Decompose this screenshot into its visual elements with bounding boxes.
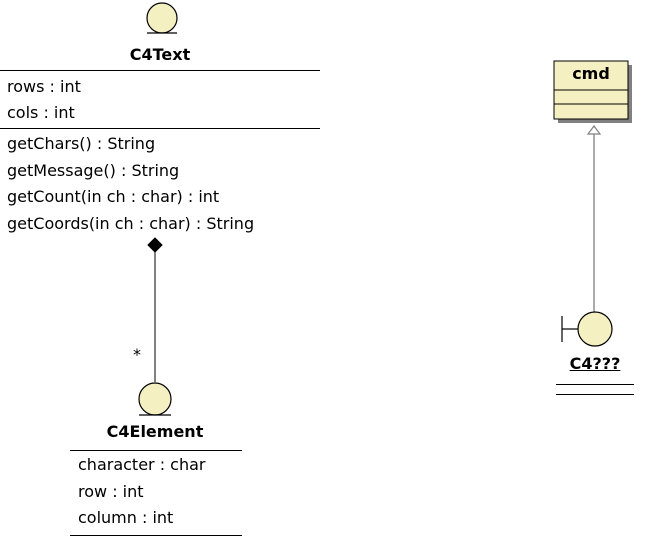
cmd-class-name[interactable]: cmd xyxy=(572,64,610,83)
c4element-divider-2 xyxy=(70,535,242,536)
c4element-attribute[interactable]: row : int xyxy=(78,482,144,501)
c4element-divider-1 xyxy=(70,450,242,451)
c4text-operation[interactable]: getCoords(in ch : char) : String xyxy=(7,214,255,233)
c4text-operation[interactable]: getChars() : String xyxy=(7,134,156,153)
inheritance-arrowhead-icon xyxy=(586,125,602,135)
c4element-attribute[interactable]: character : char xyxy=(78,455,206,474)
c4unknown-class-name[interactable]: C4??? xyxy=(569,354,621,373)
c4text-entity-icon xyxy=(146,2,178,34)
c4text-divider-1 xyxy=(0,70,320,71)
c4text-attribute[interactable]: rows : int xyxy=(7,77,81,96)
c4unknown-boundary-icon xyxy=(577,311,613,347)
c4element-entity-icon xyxy=(138,382,172,416)
c4unknown-divider-1 xyxy=(556,384,634,385)
c4text-operation[interactable]: getMessage() : String xyxy=(7,161,180,180)
c4text-attribute[interactable]: cols : int xyxy=(7,103,75,122)
c4element-class-name[interactable]: C4Element xyxy=(106,422,204,441)
c4unknown-divider-2 xyxy=(556,394,634,395)
composition-multiplicity: * xyxy=(133,345,141,364)
c4text-class-name[interactable]: C4Text xyxy=(129,45,191,64)
c4text-operation[interactable]: getCount(in ch : char) : int xyxy=(7,187,220,206)
c4text-divider-2 xyxy=(0,128,320,129)
c4element-attribute[interactable]: column : int xyxy=(78,508,174,527)
composition-diamond-icon xyxy=(147,237,163,253)
